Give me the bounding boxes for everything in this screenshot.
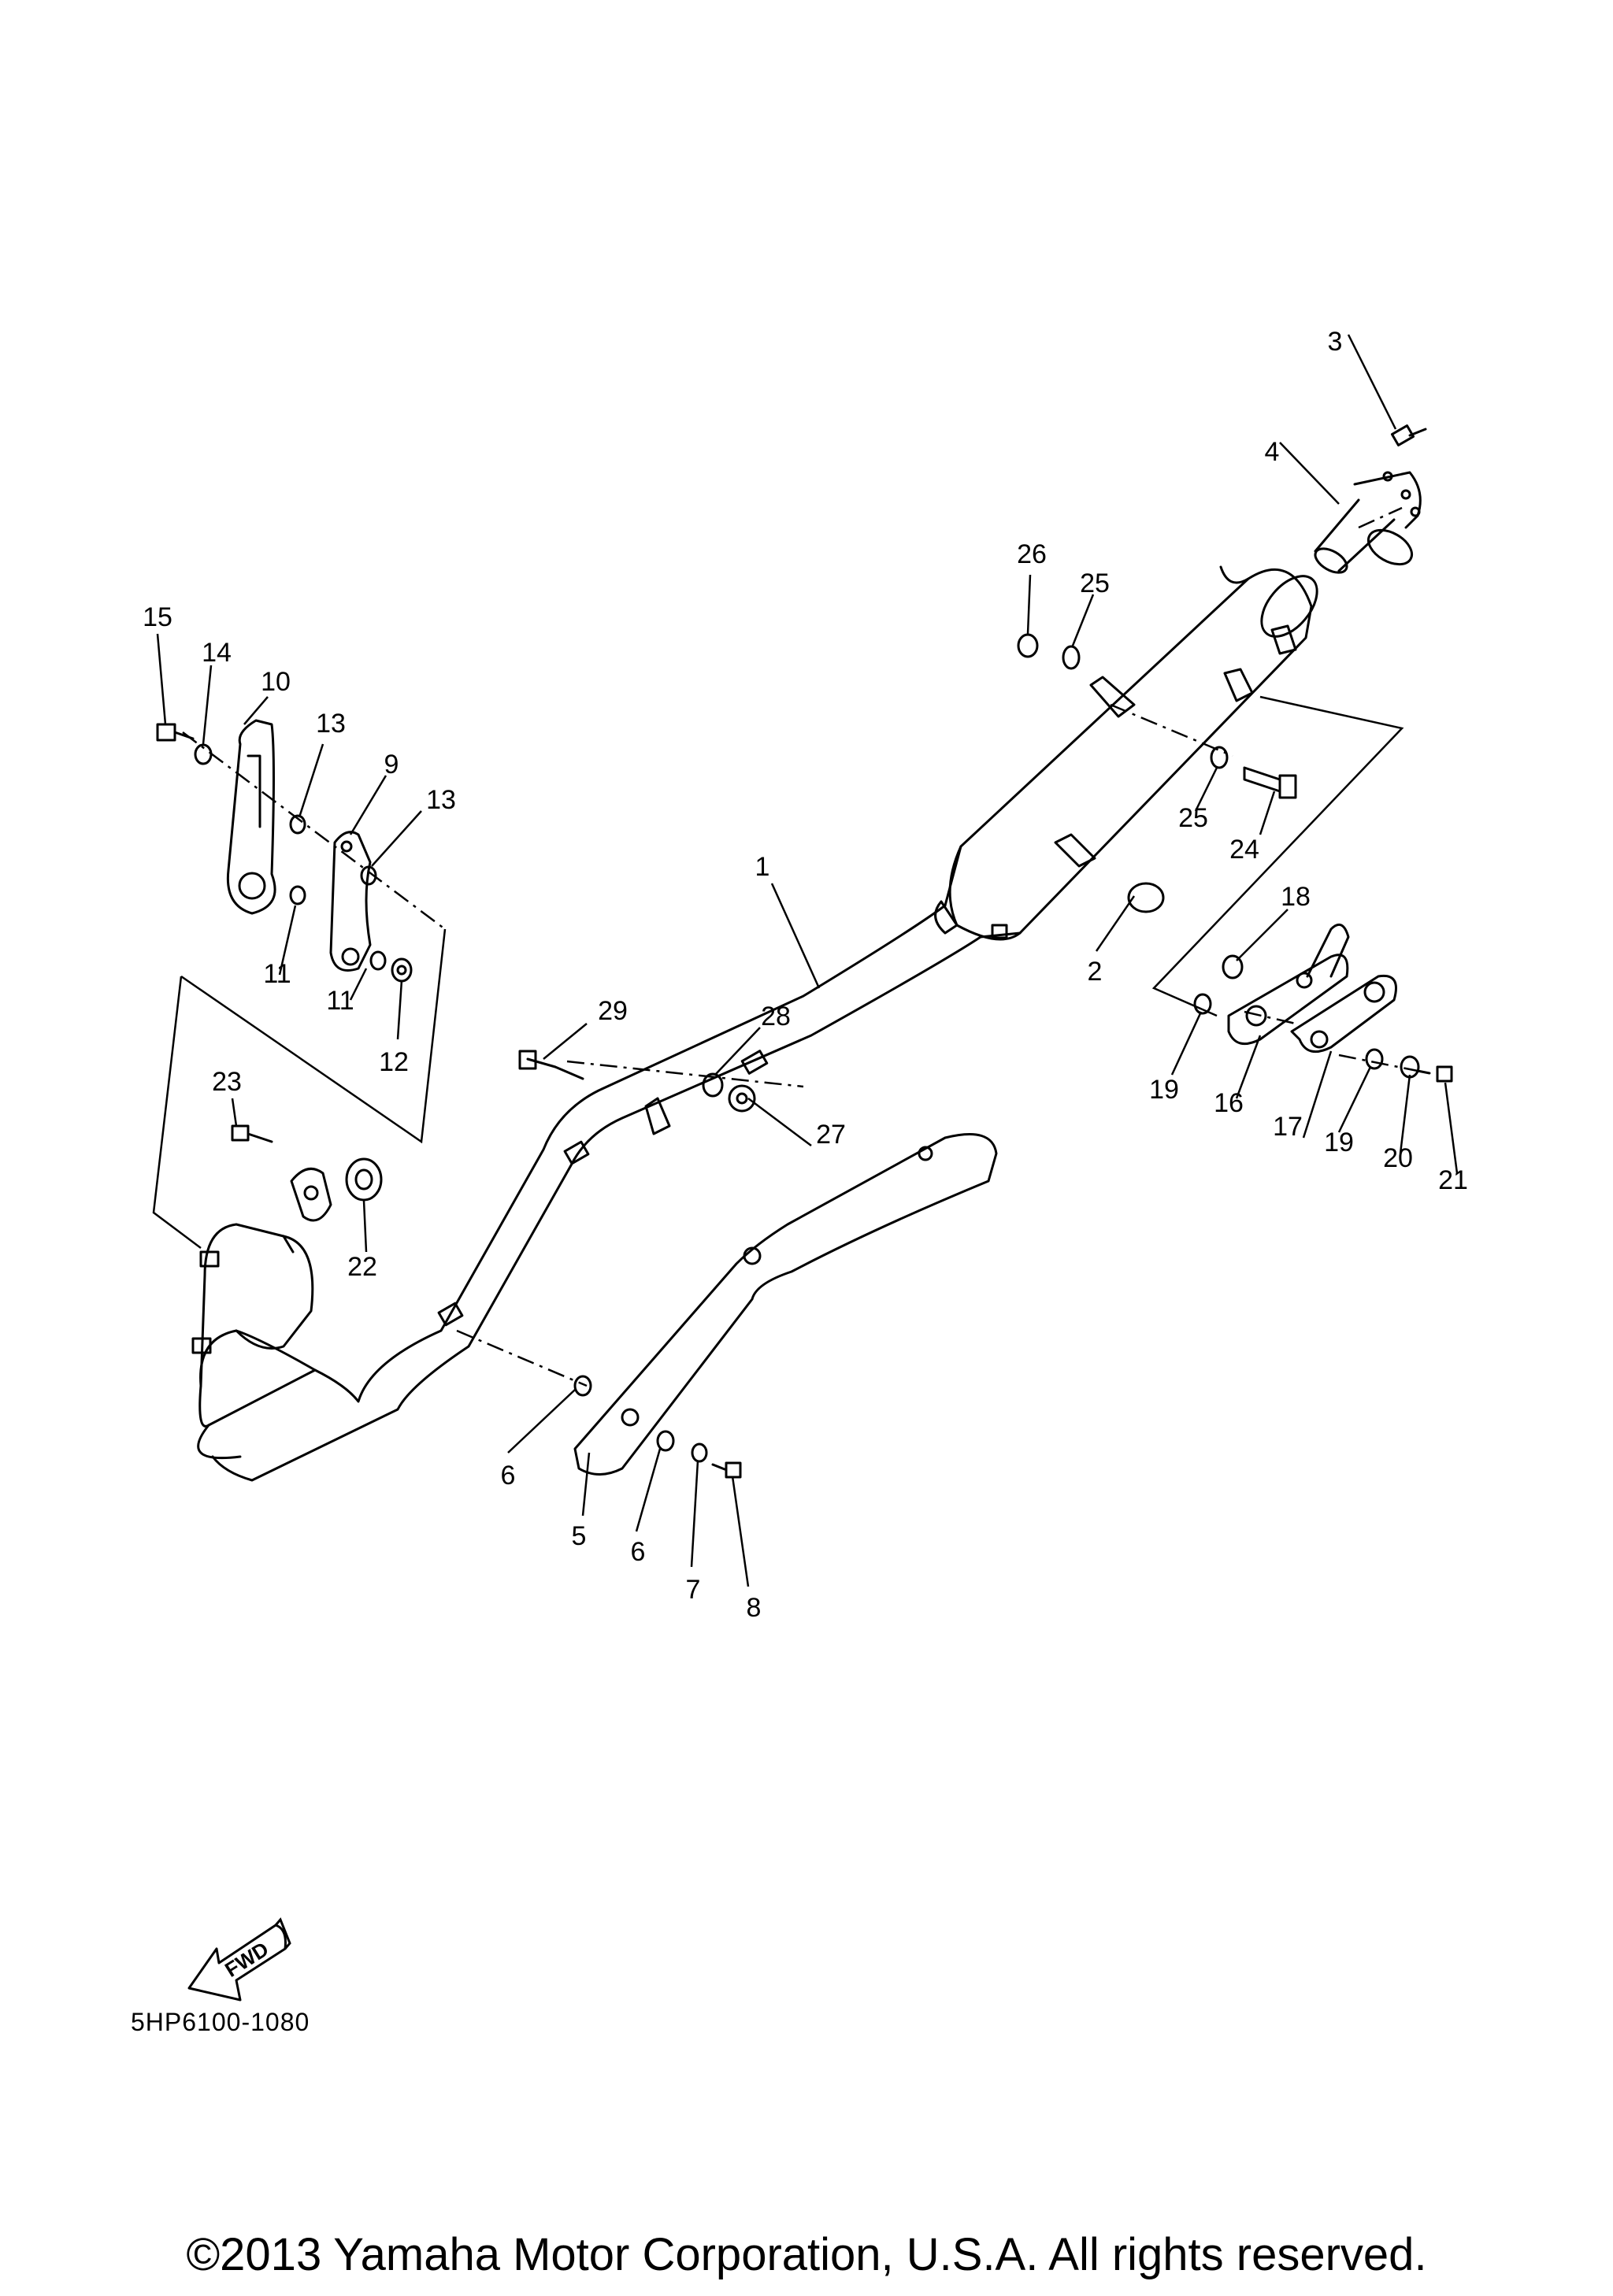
part-label-10: 10 [261,667,291,697]
part-label-5: 5 [572,1521,587,1551]
part-label-7: 7 [686,1575,701,1605]
protector-hardware [573,1375,742,1479]
part-label-17: 17 [1273,1112,1303,1142]
part-labels: 1 2 3 4 5 6 6 7 8 9 10 11 11 12 13 13 14… [143,327,1468,1623]
part-label-25a: 25 [1080,568,1110,598]
part-label-12: 12 [379,1047,409,1077]
part-label-4: 4 [1265,437,1280,467]
part-label-14: 14 [202,638,232,668]
exhaust-muffler-assembly [191,565,1318,1482]
part-label-26: 26 [1017,539,1047,569]
part-label-27: 27 [816,1120,846,1150]
tail-pipe [1314,471,1422,574]
part-label-11a: 11 [263,959,291,989]
part-label-29: 29 [598,996,628,1026]
part-label-11b: 11 [326,986,354,1016]
part-label-19b: 19 [1324,1128,1354,1157]
part-label-22: 22 [347,1252,377,1282]
assembly-lines [182,506,1418,1387]
muffler-hardware [518,633,1297,1113]
screw-3 [1390,424,1427,446]
fwd-arrow-icon: FWD [187,1917,291,2002]
exhaust-flange [231,1124,383,1222]
copyright-notice: ©2013 Yamaha Motor Corporation, U.S.A. A… [186,2229,1427,2280]
part-label-28: 28 [761,1002,791,1031]
left-small-parts [156,723,413,983]
part-label-6a: 6 [501,1461,516,1491]
part-label-3: 3 [1328,327,1343,357]
part-label-8: 8 [747,1593,762,1623]
part-label-1: 1 [755,852,770,882]
stay-brackets [1193,923,1453,1083]
part-label-2: 2 [1088,957,1103,987]
part-label-9: 9 [384,750,399,780]
part-label-13a: 13 [316,709,346,739]
bracket-10 [226,719,276,915]
part-label-23: 23 [212,1067,242,1097]
part-label-16: 16 [1214,1088,1244,1118]
part-label-18: 18 [1281,882,1311,912]
reference-code: 5HP6100-1080 [131,2008,310,2036]
part-label-20: 20 [1383,1143,1413,1173]
bracket-9 [329,831,372,972]
heat-protector [573,1133,998,1476]
part-label-6b: 6 [631,1537,646,1567]
part-label-13b: 13 [426,785,456,815]
part-label-15: 15 [143,602,172,632]
group-lines [152,695,1404,1249]
part-label-21: 21 [1438,1165,1468,1195]
part-label-19a: 19 [1149,1075,1179,1105]
leader-lines [156,334,1459,1587]
part-label-24: 24 [1229,835,1259,865]
part-label-25b: 25 [1178,803,1208,833]
